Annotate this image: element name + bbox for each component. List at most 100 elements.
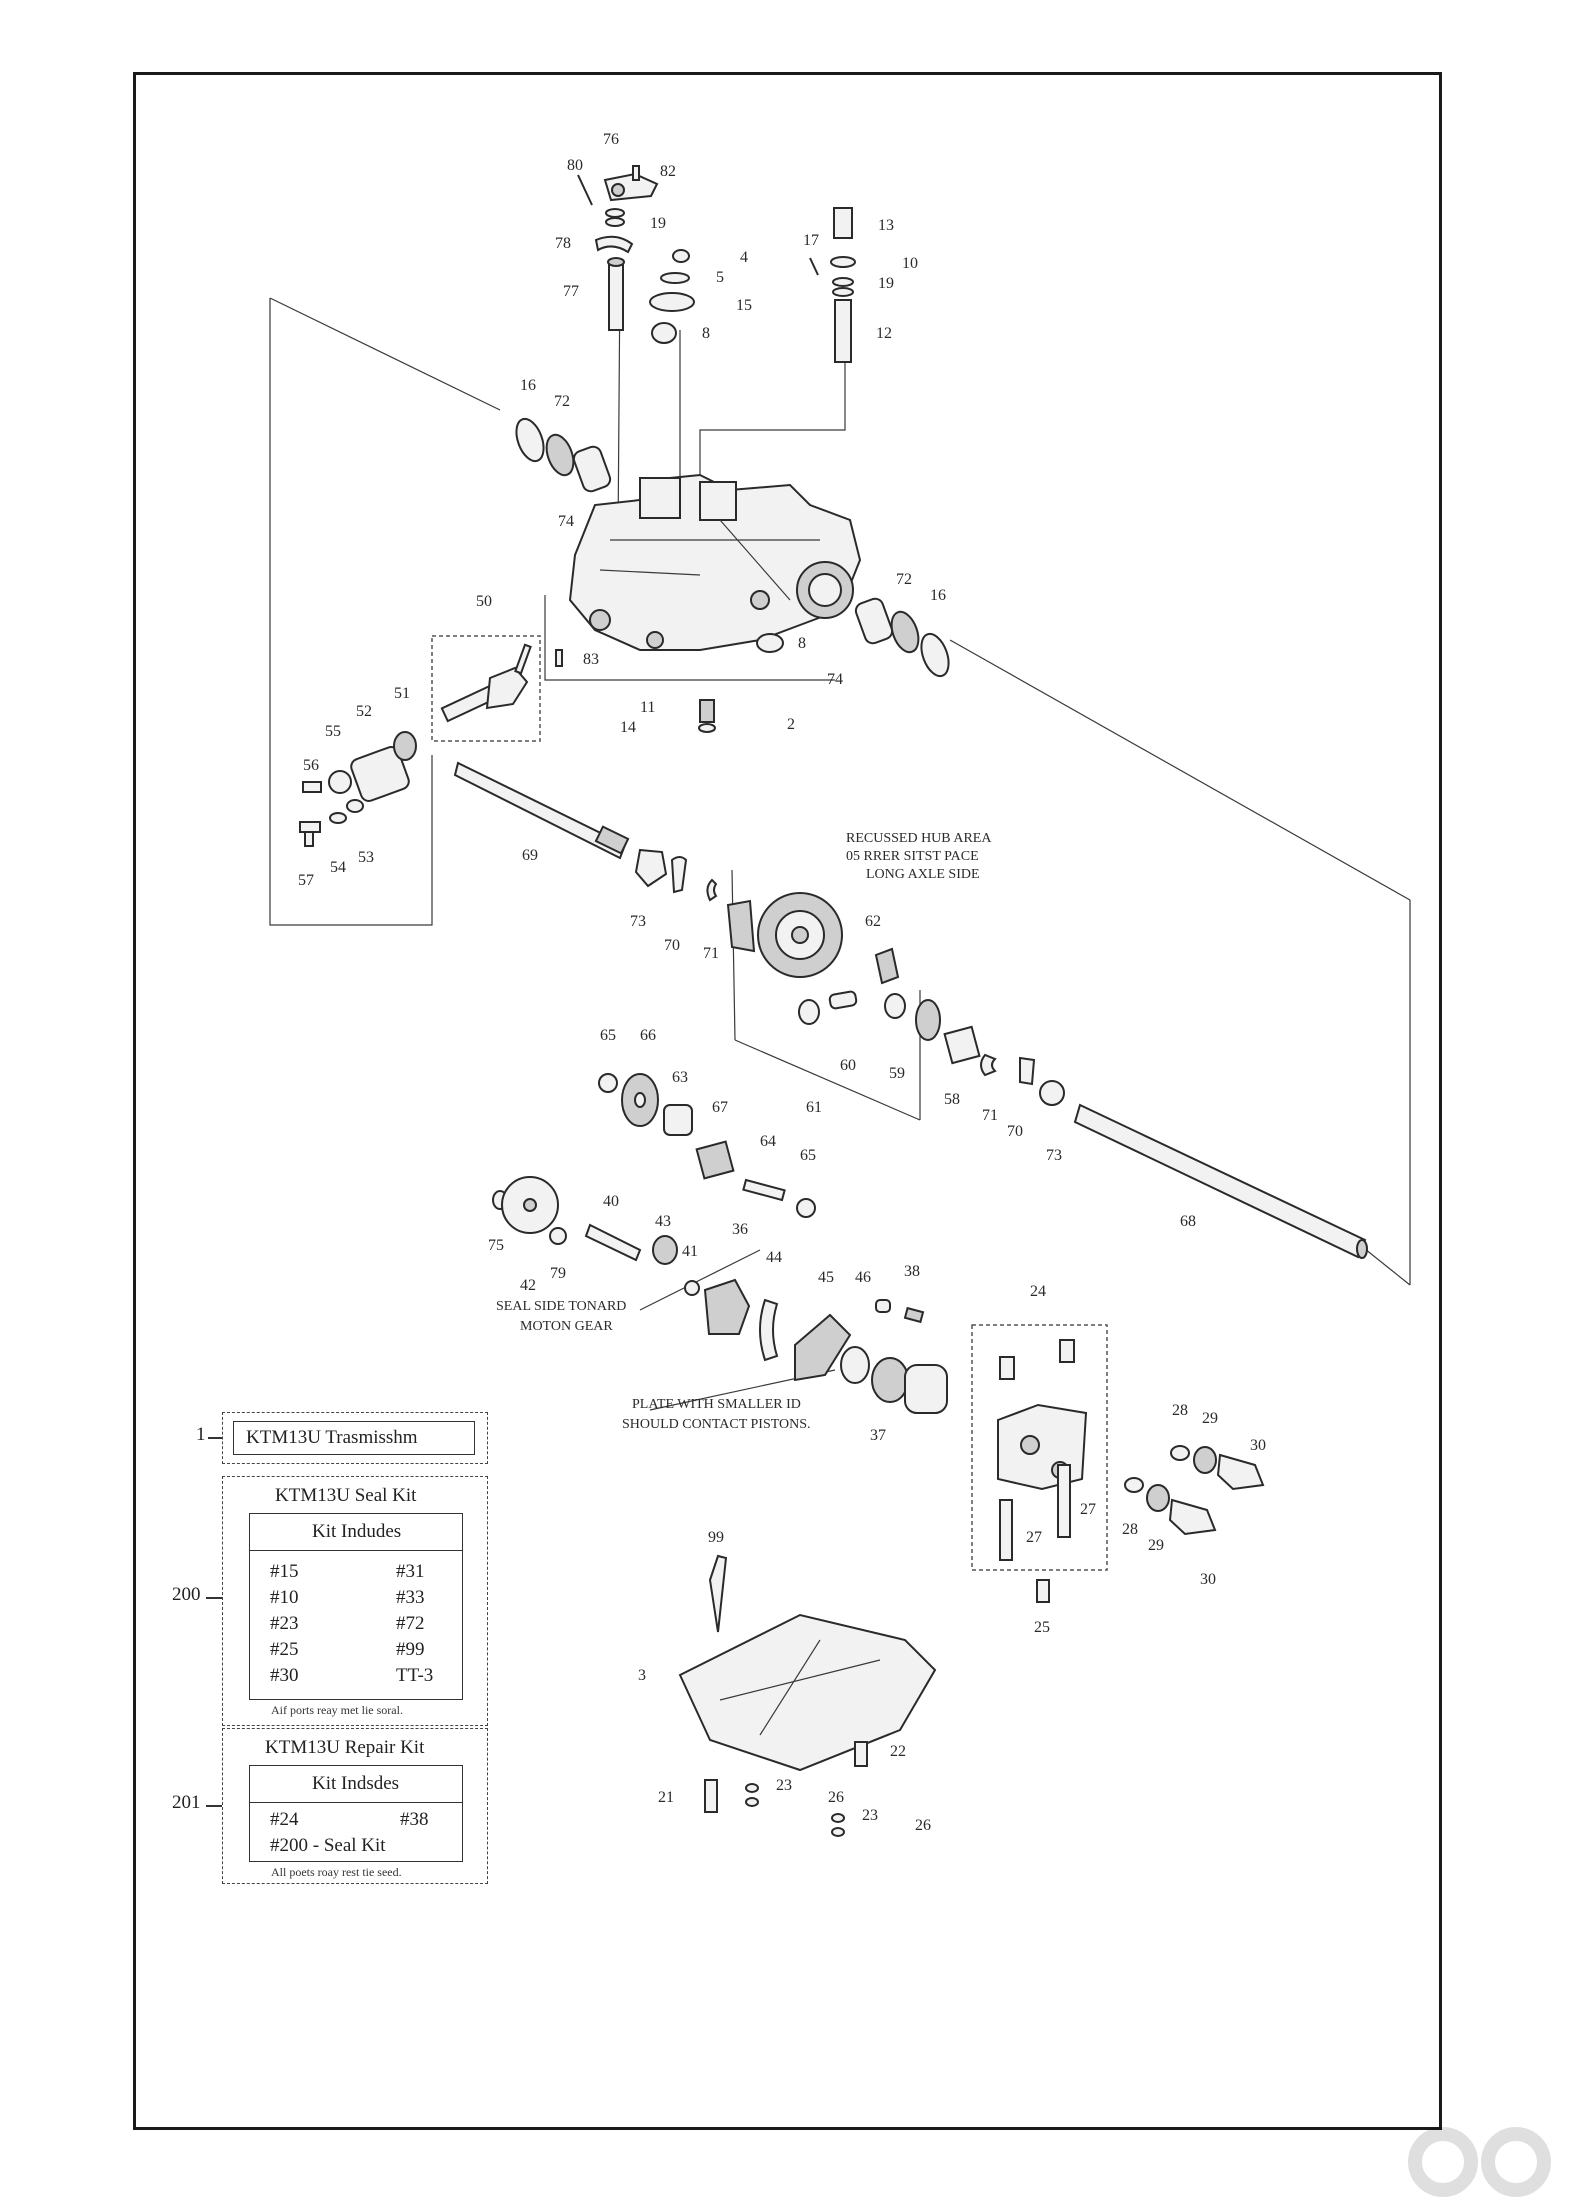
- part-number: 72: [896, 571, 912, 588]
- charge-fittings: [1124, 1445, 1265, 1536]
- part-number: 82: [660, 163, 676, 180]
- part-number: 70: [1007, 1123, 1023, 1140]
- lower-housing: [678, 1554, 937, 1837]
- part-number: 79: [550, 1265, 566, 1282]
- part-number: 10: [902, 255, 918, 272]
- short-axle: [453, 761, 630, 860]
- middle-gear-cluster: [598, 1073, 816, 1218]
- part-number: 16: [520, 377, 536, 394]
- part-number: 64: [760, 1133, 776, 1150]
- part-number: 56: [303, 757, 319, 774]
- part-number: 78: [555, 235, 571, 252]
- part-number: 17: [803, 232, 819, 249]
- repair-kit-part: #38: [400, 1809, 429, 1830]
- part-number: 42: [520, 1277, 536, 1294]
- part-number: 14: [620, 719, 636, 736]
- note-plate-line1: PLATE WITH SMALLER ID: [632, 1397, 801, 1412]
- part-number: 70: [664, 937, 680, 954]
- part-number: 36: [732, 1221, 748, 1238]
- part-number: 65: [600, 1027, 616, 1044]
- part-number: 65: [800, 1147, 816, 1164]
- part-number: 61: [806, 1099, 822, 1116]
- part-number: 27: [1026, 1529, 1042, 1546]
- repair-kit-title: KTM13U Repair Kit: [265, 1737, 425, 1758]
- part-number: 26: [915, 1817, 931, 1834]
- part-number: 4: [740, 249, 748, 266]
- part-number: 12: [876, 325, 892, 342]
- seal-kit-part: #10: [270, 1587, 299, 1608]
- upper-housing: [568, 473, 862, 651]
- part-number: 30: [1250, 1437, 1266, 1454]
- part-number: 2: [787, 716, 795, 733]
- seal-kit-ref: 200: [172, 1584, 201, 1605]
- part-number: 29: [1148, 1537, 1164, 1554]
- part-number: 37: [870, 1427, 886, 1444]
- part-number: 73: [630, 913, 646, 930]
- part-number: 46: [855, 1269, 871, 1286]
- repair-kit-parts-list: #24 #38 #200 - Seal Kit: [249, 1802, 463, 1862]
- note-hub-line3: LONG AXLE SIDE: [866, 867, 980, 882]
- part-number: 59: [889, 1065, 905, 1082]
- seal-kit-parts-list: #15 #10 #23 #25 #30 #31 #33 #72 #99 TT-3: [249, 1550, 463, 1700]
- transmission-ref: 1: [196, 1424, 206, 1445]
- part-number: 15: [736, 297, 752, 314]
- center-section: [971, 1324, 1108, 1603]
- part-number: 76: [603, 131, 619, 148]
- part-number: 30: [1200, 1571, 1216, 1588]
- part-number: 41: [682, 1243, 698, 1260]
- note-plate-line2: SHOULD CONTACT PISTONS.: [622, 1417, 811, 1432]
- repair-kit-part: #200 - Seal Kit: [270, 1835, 386, 1856]
- part-number: 53: [358, 849, 374, 866]
- seal-kit-part: #99: [396, 1639, 425, 1660]
- part-number: 54: [330, 859, 346, 876]
- part-number: 22: [890, 1743, 906, 1760]
- part-number: 99: [708, 1529, 724, 1546]
- part-number: 27: [1080, 1501, 1096, 1518]
- part-number: 5: [716, 269, 724, 286]
- note-hub-line1: RECUSSED HUB AREA: [846, 831, 992, 846]
- dump-valve-assembly: [431, 635, 541, 742]
- part-number: 16: [930, 587, 946, 604]
- assembly-notes: RECUSSED HUB AREA 05 RRER SITST PACE LON…: [496, 831, 992, 1432]
- transmission-box: KTM13U Trasmisshm: [222, 1412, 488, 1464]
- part-number: 21: [658, 1789, 674, 1806]
- part-number: 19: [650, 215, 666, 232]
- connection-lines: [269, 269, 1411, 1411]
- long-axle: [1073, 1103, 1368, 1259]
- part-number: 55: [325, 723, 341, 740]
- part-number: 63: [672, 1069, 688, 1086]
- part-number: 45: [818, 1269, 834, 1286]
- part-number: 11: [640, 699, 655, 716]
- part-number: 71: [982, 1107, 998, 1124]
- part-number: 68: [1180, 1213, 1196, 1230]
- part-number: 71: [703, 945, 719, 962]
- part-number: 23: [776, 1777, 792, 1794]
- part-number: 24: [1030, 1283, 1046, 1300]
- part-number: 43: [655, 1213, 671, 1230]
- part-number: 51: [394, 685, 410, 702]
- repair-kit-includes: Kit Indsdes: [312, 1773, 400, 1794]
- part-numbers: 80 76 82 19 78 4 5 15 8 77 17 13 10 19 1…: [298, 131, 1266, 1834]
- brake-assembly: [299, 731, 417, 847]
- part-number: 19: [878, 275, 894, 292]
- note-seal-line1: SEAL SIDE TONARD: [496, 1299, 626, 1314]
- part-number: 28: [1122, 1521, 1138, 1538]
- seal-kit-box: KTM13U Seal Kit Kit Indudes #15 #10 #23 …: [222, 1476, 488, 1726]
- part-number: 75: [488, 1237, 504, 1254]
- repair-kit-box: KTM13U Repair Kit Kit Indsdes #24 #38 #2…: [222, 1728, 488, 1884]
- part-number: 67: [712, 1099, 728, 1116]
- part-number: 73: [1046, 1147, 1062, 1164]
- note-seal-line2: MOTON GEAR: [520, 1319, 613, 1334]
- part-number: 80: [567, 157, 583, 174]
- part-number: 83: [583, 651, 599, 668]
- part-number: 62: [865, 913, 881, 930]
- repair-kit-part: #24: [270, 1809, 299, 1830]
- shift-arm-assembly: [577, 165, 695, 344]
- part-number: 28: [1172, 1402, 1188, 1419]
- part-number: 72: [554, 393, 570, 410]
- part-number: 44: [766, 1249, 782, 1266]
- differential-gears: [634, 848, 1065, 1106]
- part-number: 3: [638, 1667, 646, 1684]
- bearing-seals-left: [515, 417, 612, 493]
